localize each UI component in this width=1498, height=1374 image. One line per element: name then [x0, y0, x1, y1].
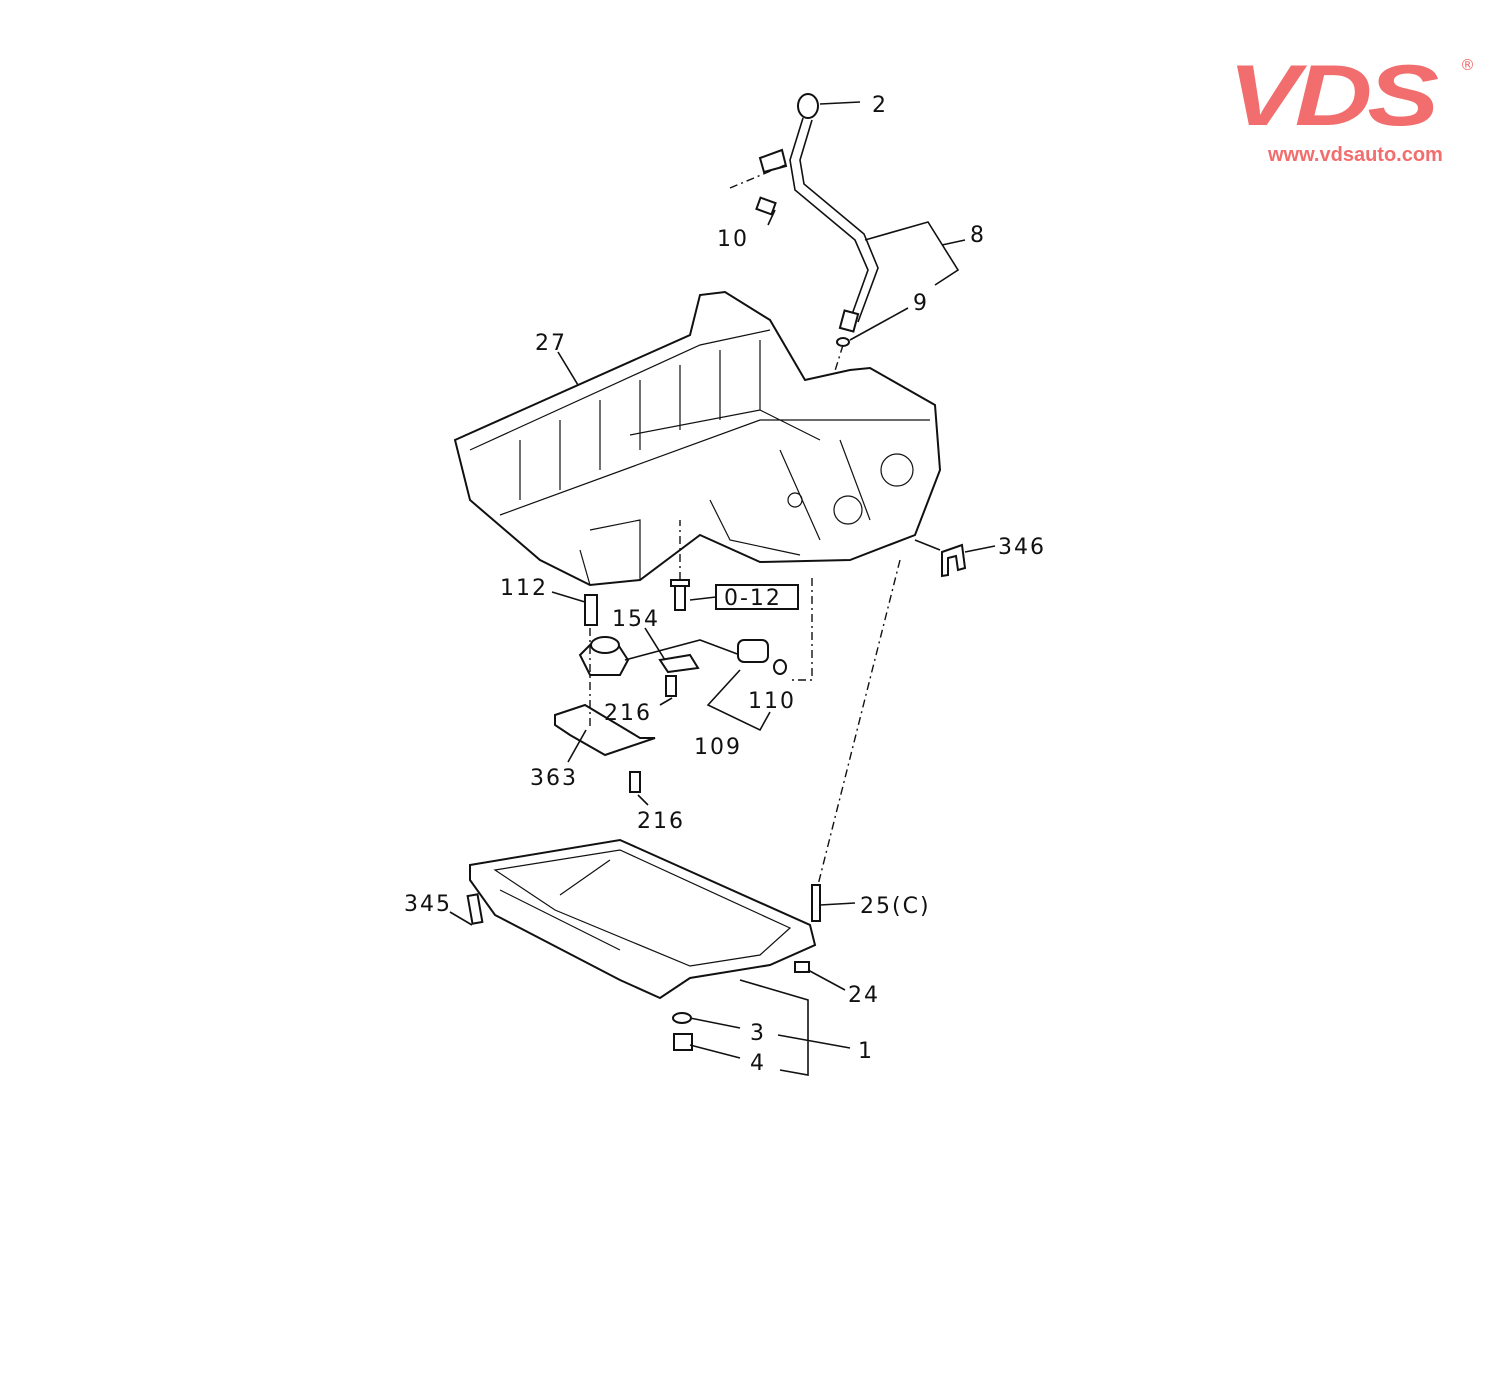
registered-mark: ®	[1460, 56, 1475, 74]
lower-oil-pan	[466, 559, 901, 1051]
callout-27: 27	[535, 331, 567, 356]
callout-109: 109	[694, 735, 742, 760]
callout-10: 10	[717, 227, 749, 252]
callout-3: 3	[750, 1021, 766, 1046]
callout-346: 346	[998, 535, 1046, 560]
callout-24: 24	[848, 983, 880, 1008]
leader-lines	[449, 101, 996, 1076]
logo-brand: VDS	[1228, 48, 1439, 144]
callout-0-12: 0-12	[724, 586, 782, 611]
callout-2: 2	[872, 93, 888, 118]
callout-8: 8	[970, 223, 986, 248]
callout-110: 110	[748, 689, 796, 714]
dipstick-part	[729, 93, 879, 501]
callout-4: 4	[750, 1051, 766, 1076]
callout-345: 345	[404, 892, 452, 917]
bracket-346	[941, 543, 967, 578]
callout-363: 363	[530, 766, 578, 791]
ref-box	[715, 584, 799, 610]
callout-9: 9	[913, 291, 929, 316]
callouts: 2 10 8 9 27 346 112 0-12 154 110 216 109…	[404, 93, 1046, 1076]
callout-112: 112	[500, 576, 548, 601]
upper-oil-pan	[453, 290, 942, 587]
logo-url: www.vdsauto.com	[1268, 144, 1443, 166]
callout-216-upper: 216	[604, 701, 652, 726]
callout-1: 1	[858, 1039, 874, 1064]
vds-logo: VDS ® www.vdsauto.com	[1228, 48, 1478, 166]
bolt-0-12	[670, 520, 690, 611]
callout-25c: 25(C)	[860, 894, 931, 919]
callout-216-lower: 216	[637, 809, 685, 834]
oil-level-sensor	[554, 578, 813, 793]
callout-154: 154	[612, 607, 660, 632]
